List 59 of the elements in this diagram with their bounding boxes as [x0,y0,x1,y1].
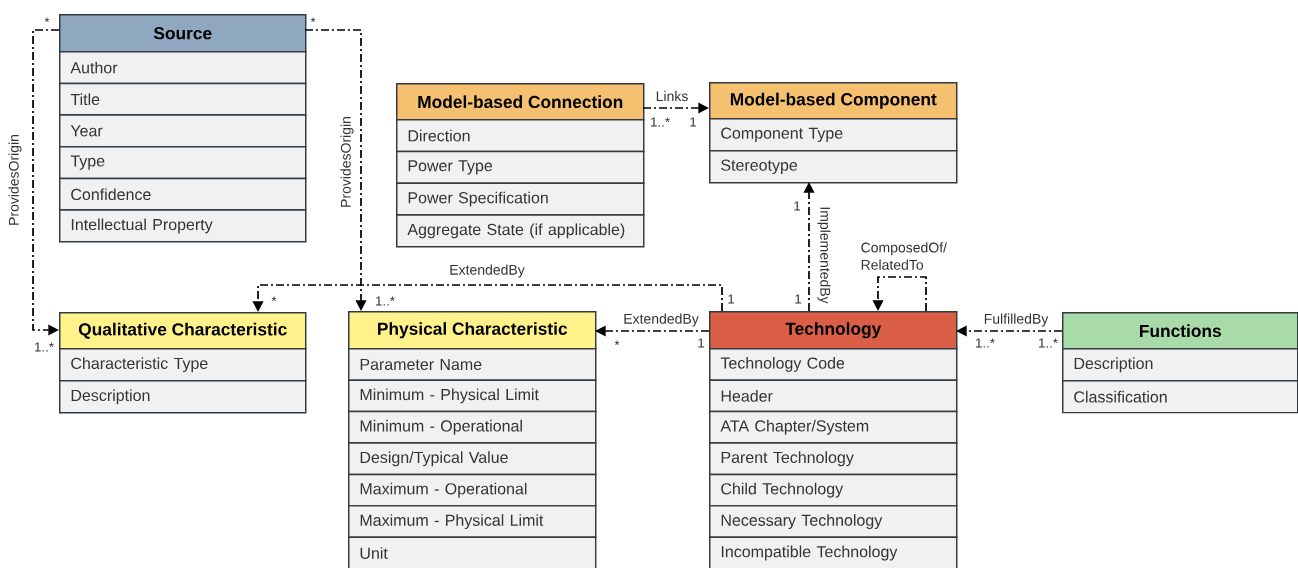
attribute-row: Description [59,380,307,414]
multiplicity: 1..* [651,117,670,127]
edge-label: ProvidesOrigin [340,117,354,207]
multiplicity: 1 [728,294,735,304]
attribute-row: Minimum - Operational [348,410,597,444]
attribute-row: Parameter Name [348,348,597,381]
multiplicity: * [44,17,50,23]
attribute-row: Intellectual Property [59,209,307,243]
edge-label: FulfilledBy [984,313,1049,327]
multiplicity: * [614,340,620,346]
attribute-row: Component Type [709,118,958,152]
multiplicity: 1..* [35,342,54,352]
multiplicity: 1..* [976,338,995,348]
attribute-row: Design/Typical Value [348,442,597,476]
edge-label: ComposedOf/ RelatedTo [861,242,947,270]
class-header: Technology [709,311,958,350]
attribute-row: Description [1062,348,1298,382]
attribute-row: Stereotype [709,150,958,184]
attribute-row: Power Type [396,150,645,184]
multiplicity: 1 [795,294,802,304]
multiplicity: * [271,296,277,302]
class-header: Functions [1062,312,1298,350]
edge-label: Links [656,90,688,102]
attribute-row: Type [59,146,307,180]
attribute-row: Year [59,114,307,148]
attribute-row: Confidence [59,177,307,211]
class-header: Source [59,14,307,53]
multiplicity: 1 [690,117,697,127]
attribute-row: Child Technology [709,473,958,507]
attribute-row: ATA Chapter/System [709,410,958,444]
attribute-row: Parent Technology [709,442,958,476]
attribute-row: Direction [396,119,645,153]
multiplicity: 1..* [1039,338,1058,348]
attribute-row: Incompatible Technology [709,536,958,568]
multiplicity: 1 [698,338,705,348]
attribute-row: Author [59,51,307,85]
class-header: Model-based Component [709,82,958,120]
attribute-row: Necessary Technology [709,505,958,539]
edge-label: ProvidesOrigin [8,135,22,225]
class-header: Model-based Connection [396,83,645,121]
attribute-row: Unit [348,536,597,568]
attribute-row: Title [59,82,307,116]
attribute-row: Minimum - Physical Limit [348,379,597,413]
attribute-row: Power Specification [396,182,645,216]
edge-label: ImplementedBy [817,207,831,304]
edge-label: ExtendedBy [624,313,699,327]
class-header: Physical Characteristic [348,311,597,350]
edge-label: ExtendedBy [450,264,525,278]
multiplicity: * [310,17,316,23]
attribute-row: Classification [1062,380,1298,414]
attribute-row: Characteristic Type [59,348,307,382]
attribute-row: Maximum - Physical Limit [348,505,597,539]
attribute-row: Header [709,379,958,413]
class-header: Qualitative Characteristic [59,312,307,350]
multiplicity: 1 [794,201,801,211]
attribute-row: Maximum - Operational [348,473,597,507]
multiplicity: 1..* [376,296,395,306]
attribute-row: Aggregate State (if applicable) [396,214,645,248]
attribute-row: Technology Code [709,348,958,381]
